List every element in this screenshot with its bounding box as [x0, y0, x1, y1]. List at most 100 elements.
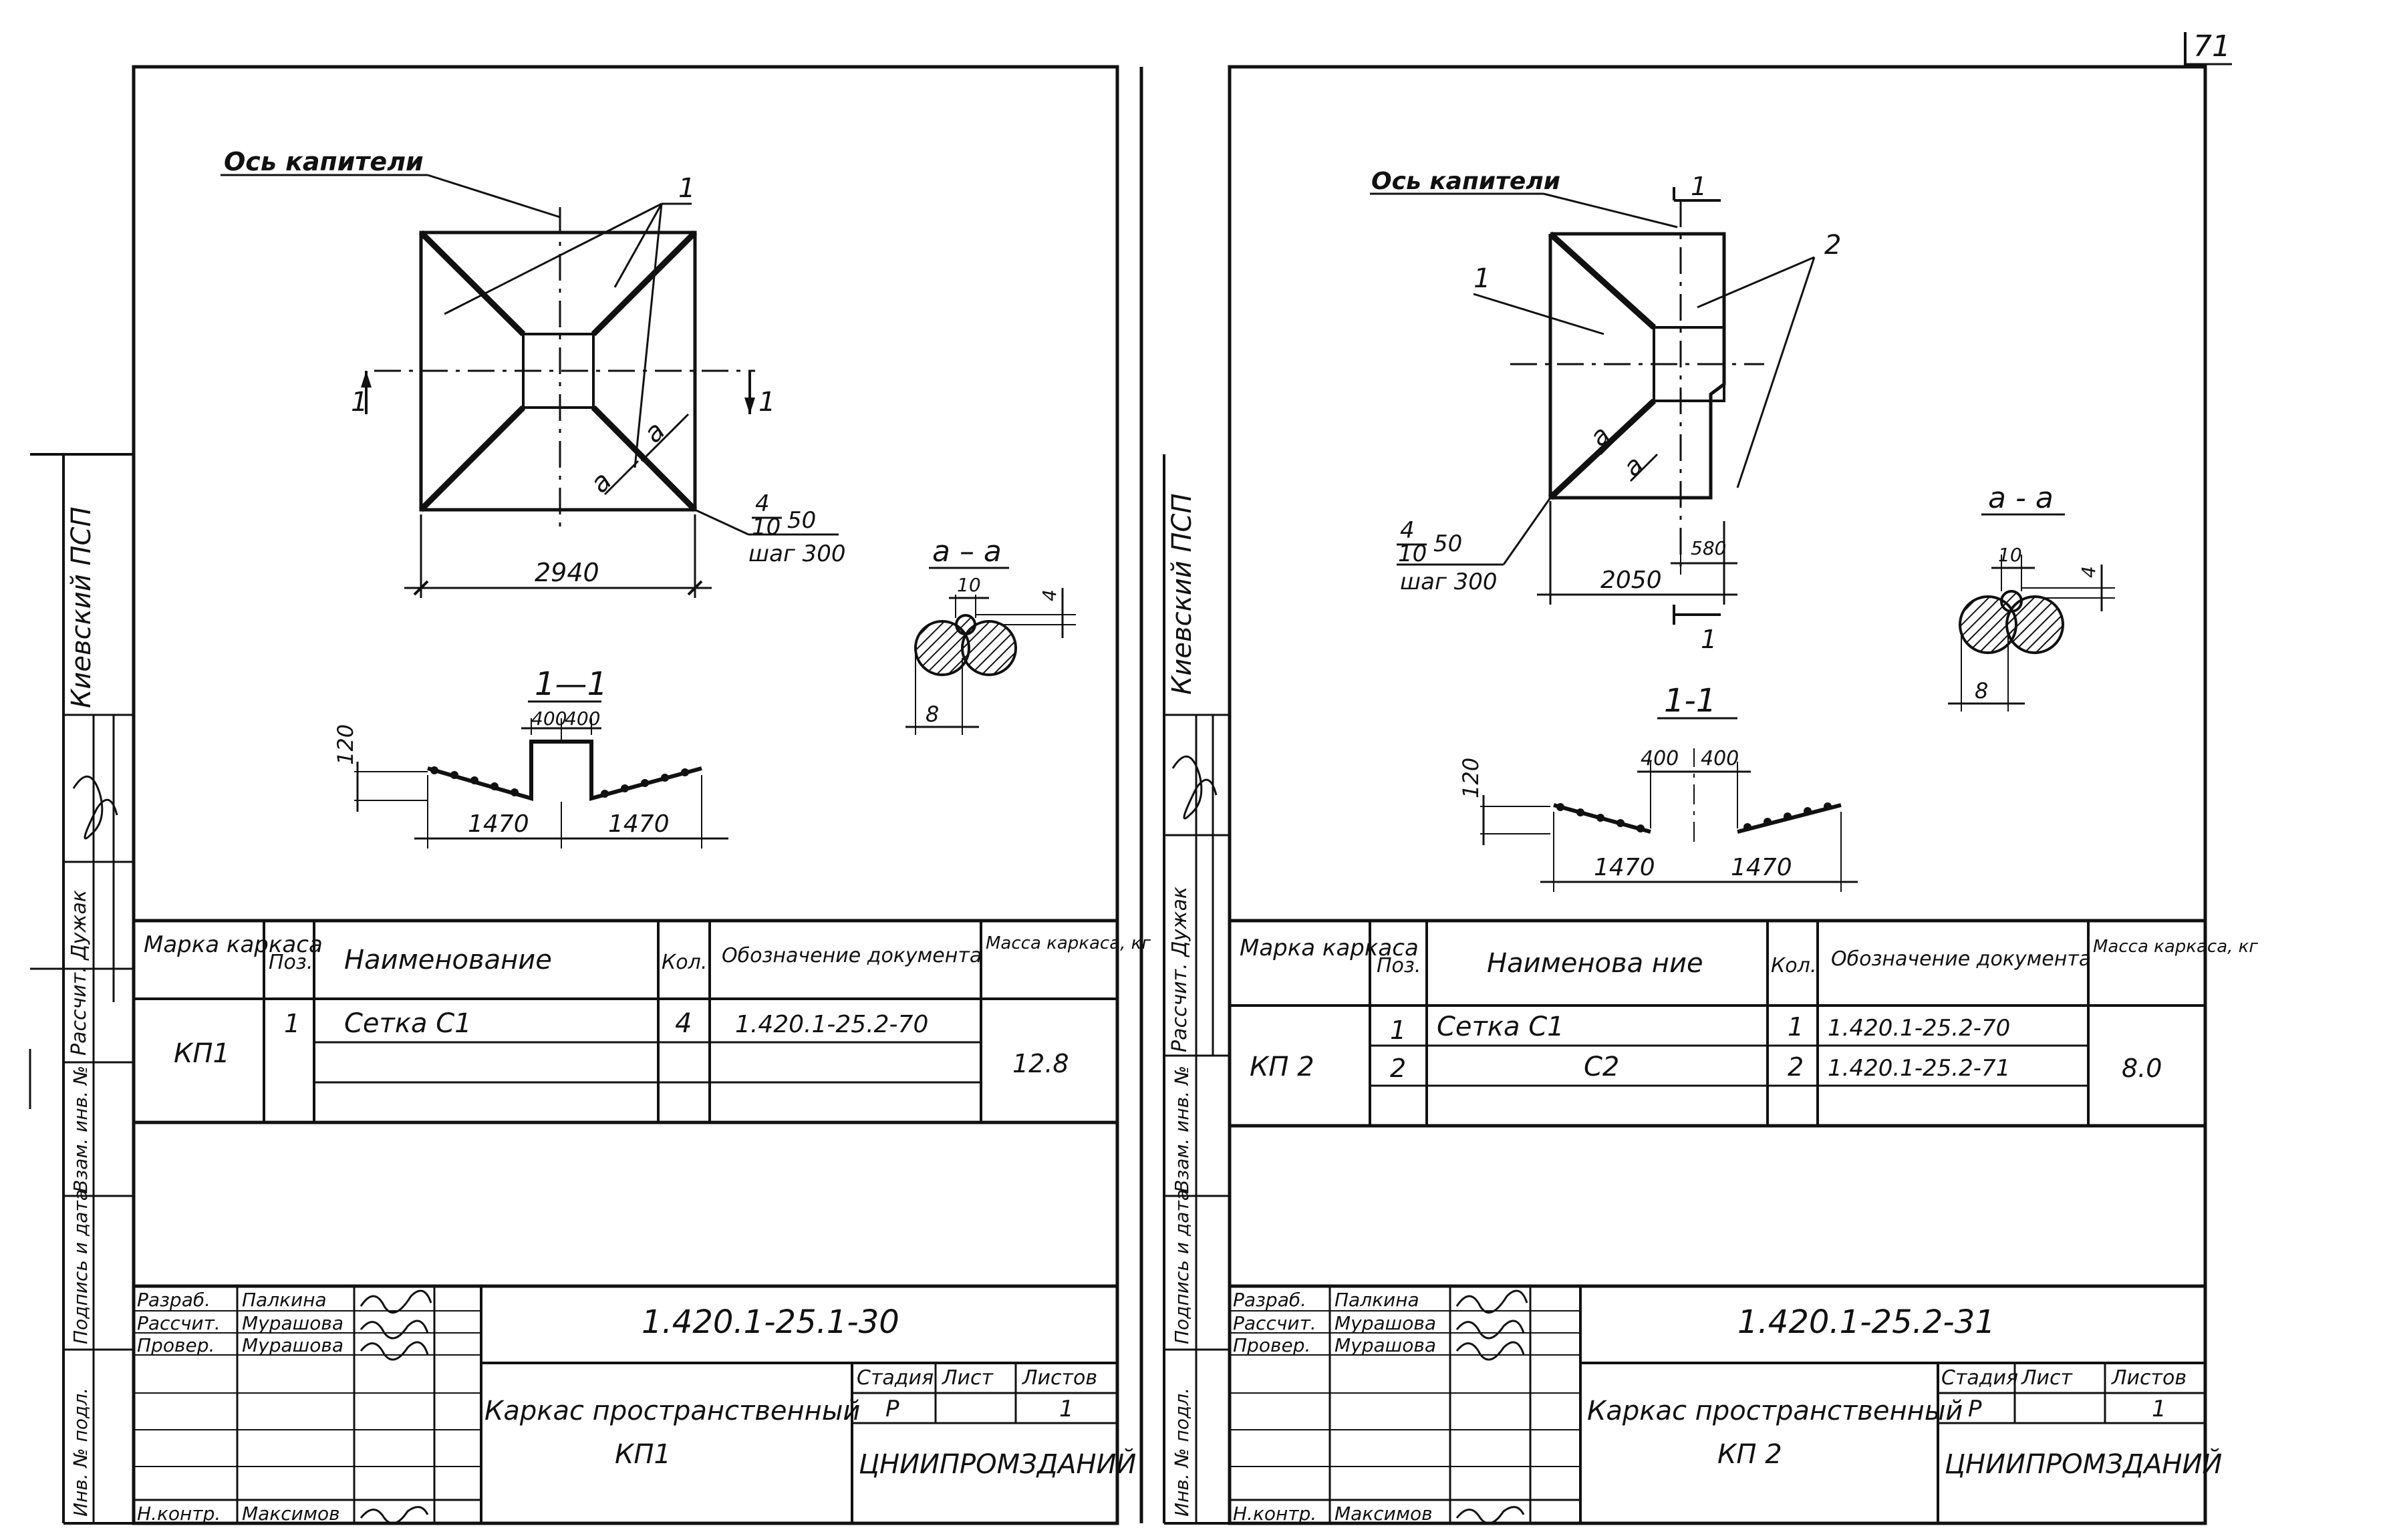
sheet1-frame [132, 65, 1119, 1525]
kp2-th-mass: Масса каркаса, кг [2093, 937, 2258, 957]
kp1-aa-4: 4 [1038, 589, 1061, 601]
side2-substitute-label: Взам. инв. № [1171, 1066, 1193, 1193]
kp2-row1-pos: 1 [1390, 1016, 1406, 1045]
kp1-weld-step: шаг 300 [748, 541, 846, 567]
kp1-name-6: Максимов [242, 1503, 340, 1525]
kp2-weld-note-len: 50 [1433, 530, 1462, 557]
kp2-callout-2: 2 [1824, 230, 1841, 261]
kp2-th-qty: Кол. [1771, 954, 1816, 977]
kp1-row1-pos: 1 [284, 1009, 300, 1038]
kp1-dim-width: 2940 [535, 558, 599, 587]
kp1-weld-a-1: а [638, 416, 672, 449]
kp2-stamp-sheets-h: Листов [2111, 1366, 2187, 1390]
kp2-role-1: Рассчит. [1233, 1312, 1316, 1334]
side-inv-label: Инв. № подл. [69, 1388, 92, 1517]
kp1-signature-2 [360, 1341, 429, 1361]
kp2-name-6: Максимов [1334, 1503, 1433, 1525]
kp2-name-1: Мурашова [1334, 1312, 1436, 1334]
kp2-weld-note-bottom: 10 [1398, 541, 1427, 567]
kp1-axis-label: Ось капители [224, 147, 424, 176]
kp2-th-pos: Поз. [1377, 954, 1421, 977]
kp1-mass: 12.8 [1012, 1049, 1069, 1078]
kp1-aa-8: 8 [926, 702, 939, 727]
sheet-kp2: Киевский ПСП Рассчит. Дужак Взам. инв. №… [1163, 65, 2258, 1525]
kp2-aa-10: 10 [1998, 544, 2022, 566]
side2-signature [1171, 755, 1218, 820]
kp2-row2-qty: 2 [1788, 1052, 1804, 1082]
kp2-aa-detail: а - а 10 4 8 [1948, 481, 2115, 712]
kp1-weld-note-bottom: 10 [752, 514, 781, 541]
kp1-th-qty: Кол. [662, 951, 707, 974]
kp2-th-mark: Марка каркаса [1240, 935, 1419, 961]
kp2-section-view: 1-1 120 400 400 1470 1470 [1458, 682, 1858, 892]
kp1-dim-400a: 400 [531, 708, 567, 730]
kp1-role-2: Провер. [137, 1334, 215, 1356]
kp2-signature-6 [1455, 1506, 1525, 1525]
kp2-role-0: Разраб. [1233, 1289, 1306, 1311]
kp2-plan-view: Ось капители 1 1 1 2 а а 4 10 [1370, 168, 1841, 654]
kp1-row1-qty: 4 [675, 1008, 692, 1039]
kp2-role-2: Провер. [1233, 1334, 1310, 1356]
kp2-section-mark-bottom: 1 [1701, 625, 1717, 654]
kp1-dim-1470a: 1470 [468, 810, 529, 838]
kp1-weld-note-top: 4 [755, 490, 770, 517]
kp1-signature-6 [360, 1506, 429, 1525]
kp2-stamp-org: ЦНИИПРОМЗДАНИЙ [1945, 1448, 2222, 1480]
kp2-spec-table: Марка каркаса Поз. Наименова ние Кол. Об… [1230, 919, 2258, 1128]
kp1-role-1: Рассчит. [137, 1312, 221, 1334]
kp1-spec-table: Марка каркаса Поз. Наименование Кол. Обо… [134, 919, 1151, 1124]
kp2-dim-580: 580 [1691, 537, 1726, 559]
sheet2-side-column: Киевский ПСП Рассчит. Дужак Взам. инв. №… [1163, 454, 1230, 1525]
kp1-aa-title: а – а [932, 534, 1002, 569]
kp2-row1-qty: 1 [1788, 1012, 1804, 1042]
kp1-role-0: Разраб. [137, 1289, 210, 1311]
kp2-mass: 8.0 [2122, 1054, 2162, 1083]
kp2-section-title: 1-1 [1664, 682, 1716, 720]
side2-inv-label: Инв. № подл. [1171, 1388, 1193, 1517]
kp1-th-mark: Марка каркаса [144, 931, 323, 958]
side-calc-label: Рассчит. Дужак [67, 890, 91, 1056]
kp1-aa-10: 10 [957, 574, 981, 596]
kp1-section-view: 1—1 120 400 400 1470 1470 [333, 665, 728, 849]
sheet1-side-column: Киевский ПСП Рассчит. Дужак Взам. инв. №… [29, 453, 134, 1525]
kp2-dim-120: 120 [1458, 758, 1484, 798]
kp1-signature-1 [360, 1320, 429, 1340]
kp2-role-6: Н.контр. [1233, 1503, 1316, 1525]
kp2-dim-400b: 400 [1701, 747, 1739, 770]
kp1-section-mark-right: 1 [758, 387, 775, 418]
kp2-name-2: Мурашова [1334, 1334, 1436, 1356]
kp2-name-0: Палкина [1334, 1289, 1419, 1311]
kp1-role-6: Н.контр. [137, 1503, 221, 1525]
kp1-stamp-org: ЦНИИПРОМЗДАНИЙ [859, 1448, 1136, 1480]
kp1-th-pos: Поз. [269, 951, 313, 974]
kp2-aa-8: 8 [1975, 678, 1988, 704]
kp1-dim-120: 120 [333, 724, 358, 765]
kp1-signature-0 [360, 1289, 432, 1314]
kp1-aa-detail: а – а 10 4 8 [905, 534, 1076, 735]
side2-calc-label: Рассчит. Дужак [1168, 887, 1191, 1052]
kp2-weld-note-top: 4 [1400, 517, 1415, 544]
side-org-label: Киевский ПСП [66, 506, 97, 708]
kp2-th-name: Наименова ние [1487, 948, 1703, 979]
kp1-stamp-sheet-h: Лист [942, 1366, 994, 1390]
kp2-stamp-stage-h: Стадия [1941, 1366, 2018, 1390]
kp2-axis-label: Ось капители [1371, 168, 1560, 195]
kp2-signature-1 [1455, 1320, 1525, 1340]
side-substitute-label: Взам. инв. № [69, 1066, 92, 1193]
kp1-plan-view: Ось капители 1 1 1 а а 4 10 50 [221, 147, 846, 598]
kp2-row2-name: С2 [1584, 1052, 1619, 1082]
kp2-dim-1470b: 1470 [1731, 854, 1792, 881]
kp1-stamp-stage-h: Стадия [857, 1366, 934, 1390]
kp2-section-mark-top: 1 [1691, 172, 1707, 201]
side-sign-label: Подпись и дата [69, 1189, 92, 1344]
sheet2-frame [1228, 65, 2207, 1525]
kp2-callout-1: 1 [1473, 263, 1490, 294]
kp2-row2-doc: 1.420.1-25.2-71 [1828, 1055, 2010, 1082]
side2-sign-label: Подпись и дата [1171, 1189, 1193, 1344]
kp1-mark: КП1 [174, 1038, 230, 1069]
kp1-row1-name: Сетка С1 [344, 1008, 472, 1039]
sheet-kp1: Киевский ПСП Рассчит. Дужак Взам. инв. №… [29, 65, 1151, 1525]
kp2-th-doc: Обозначение документа [1831, 947, 2091, 971]
kp1-name-2: Мурашова [242, 1334, 343, 1356]
